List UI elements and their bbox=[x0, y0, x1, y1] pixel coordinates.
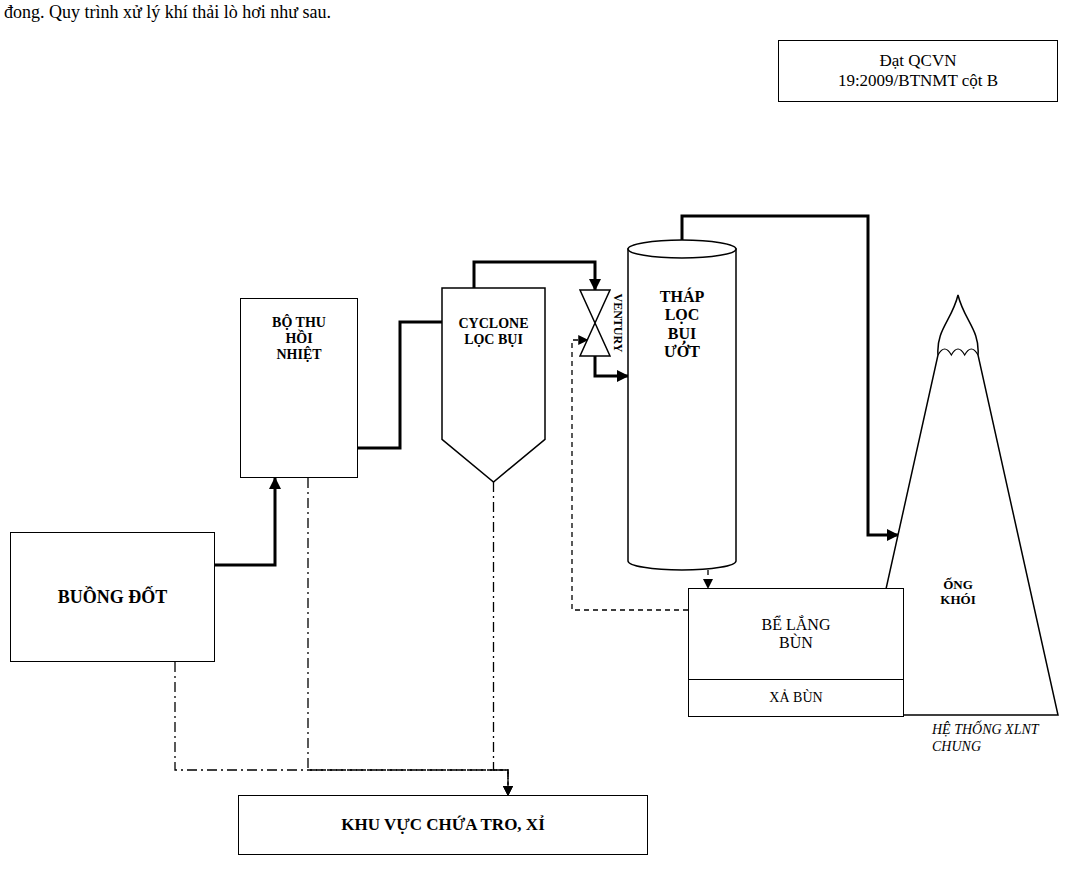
water-connector bbox=[707, 570, 708, 588]
process-box: BUỒNG ĐỐT bbox=[10, 532, 215, 662]
node-text: ỐNG KHÓI bbox=[928, 578, 988, 608]
tower-top bbox=[628, 240, 736, 258]
node-text: XẢ BÙN bbox=[769, 690, 822, 706]
cyclone-shape: CYCLONE LỌC BỤI bbox=[442, 288, 545, 482]
smoke-curls bbox=[938, 349, 978, 355]
node-text: BUỒNG ĐỐT bbox=[58, 587, 168, 608]
gas-connector bbox=[595, 356, 628, 376]
intro-text: đong. Quy trình xử lý khí thải lò hơi nh… bbox=[4, 2, 331, 24]
ash-connector bbox=[494, 482, 509, 795]
gas-connector bbox=[215, 478, 275, 565]
destination-label: HỆ THỐNG XLNT CHUNG bbox=[932, 722, 1042, 756]
process-box: BỂ LẮNG BÙN bbox=[688, 588, 904, 680]
tower-body bbox=[628, 249, 736, 570]
node-text: BỘ THU HỒI NHIỆT bbox=[264, 315, 334, 363]
standard-box: Đạt QCVN 19:2009/BTNMT cột B bbox=[778, 40, 1058, 102]
gas-connector bbox=[474, 262, 595, 290]
cyclone-body bbox=[442, 288, 545, 482]
node-text: VENTURY bbox=[610, 290, 626, 356]
node-text: BỂ LẮNG BÙN bbox=[746, 616, 846, 653]
storage-box: KHU VỰC CHỨA TRO, XỈ bbox=[238, 795, 648, 855]
process-box: XẢ BÙN bbox=[688, 679, 904, 717]
node-text: Đạt QCVN 19:2009/BTNMT cột B bbox=[826, 51, 1011, 90]
venturi-cones bbox=[580, 290, 610, 356]
tower-cylinder: THÁP LỌC BỤI ƯỚT bbox=[628, 240, 736, 570]
node-text: CYCLONE LỌC BỤI bbox=[450, 316, 538, 348]
node-text: KHU VỰC CHỨA TRO, XỈ bbox=[341, 815, 545, 835]
node-text: THÁP LỌC BỤI ƯỚT bbox=[652, 288, 712, 362]
gas-connector bbox=[358, 322, 442, 448]
process-box: BỘ THU HỒI NHIỆT bbox=[240, 298, 358, 478]
ash-connector bbox=[175, 662, 508, 795]
ash-connector bbox=[308, 478, 508, 795]
venturi-symbol: VENTURY bbox=[580, 290, 626, 356]
